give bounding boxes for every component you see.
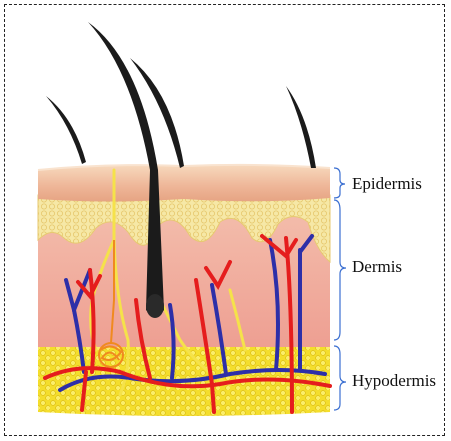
- dermis-label: Dermis: [352, 257, 402, 277]
- hypodermis-bracket: [334, 346, 346, 410]
- dermis-bracket: [334, 200, 346, 340]
- epidermis-layer: [38, 165, 330, 202]
- layer-brackets: [334, 168, 346, 410]
- hypodermis-label: Hypodermis: [352, 371, 436, 391]
- epidermis-label: Epidermis: [352, 174, 422, 194]
- epidermis-bracket: [334, 168, 345, 198]
